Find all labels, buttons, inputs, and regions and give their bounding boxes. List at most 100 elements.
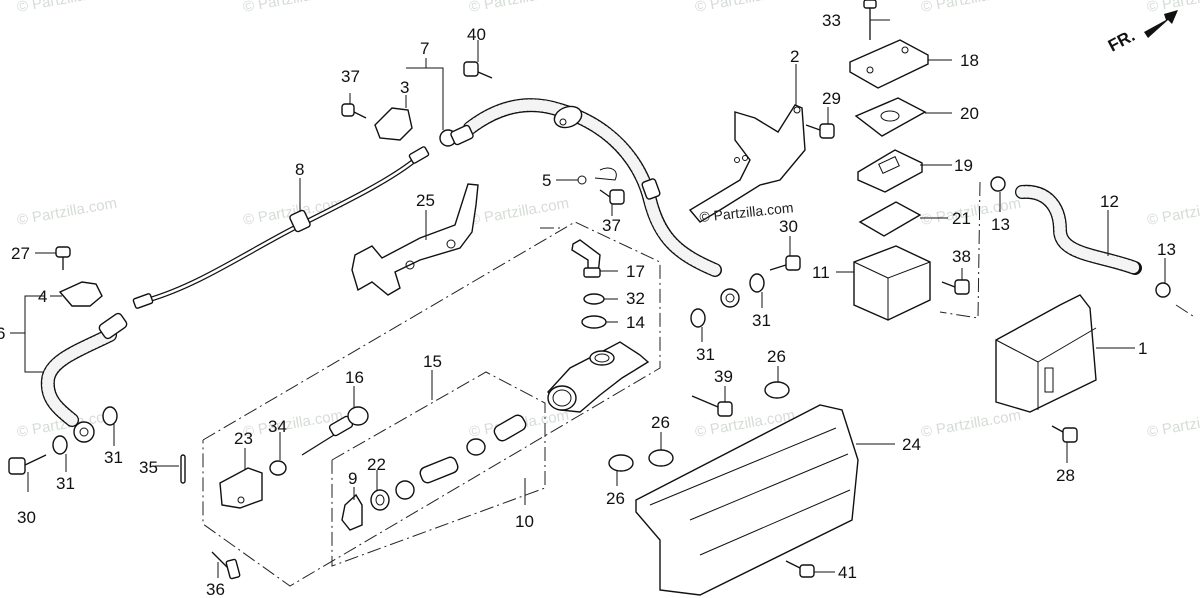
part-bolt-29 bbox=[805, 123, 835, 139]
part-cotter-pin bbox=[180, 454, 186, 484]
callout-19: 19 bbox=[954, 156, 973, 175]
part-o-ring bbox=[583, 293, 605, 305]
callout-9: 9 bbox=[348, 469, 357, 488]
callout-32: 32 bbox=[626, 289, 645, 308]
part-float bbox=[858, 201, 922, 237]
watermark: © Partzilla.com bbox=[920, 407, 1022, 441]
callout-26-a: 26 bbox=[767, 347, 786, 366]
part-washer-31-right bbox=[749, 273, 765, 293]
callout-10: 10 bbox=[515, 512, 534, 531]
part-bolt-30-right bbox=[769, 255, 801, 271]
callout-33: 33 bbox=[822, 11, 841, 30]
callout-25: 25 bbox=[416, 191, 435, 210]
part-master-cylinder-body bbox=[547, 341, 650, 413]
callout-37-mid: 37 bbox=[602, 216, 621, 235]
callout-23: 23 bbox=[234, 429, 253, 448]
callout-29: 29 bbox=[822, 89, 841, 108]
callout-12: 12 bbox=[1100, 192, 1119, 211]
callout-11: 11 bbox=[812, 263, 830, 282]
callout-7: 7 bbox=[420, 39, 429, 58]
part-clip-5 bbox=[577, 167, 617, 185]
part-diaphragm-plate bbox=[854, 97, 927, 137]
part-push-rod bbox=[301, 406, 369, 456]
callout-40: 40 bbox=[467, 25, 486, 44]
callout-16: 16 bbox=[345, 368, 364, 387]
callout-24: 24 bbox=[902, 435, 921, 454]
callout-31-center: 31 bbox=[696, 345, 715, 364]
assembly-outline-master-cylinder bbox=[202, 221, 661, 587]
part-grommet-26-c bbox=[608, 454, 634, 472]
callout-21: 21 bbox=[952, 209, 971, 228]
callout-26-b: 26 bbox=[651, 413, 670, 432]
part-bolt-39 bbox=[691, 395, 733, 417]
watermark: © Partzilla.com bbox=[694, 0, 796, 16]
callout-34: 34 bbox=[268, 417, 287, 436]
callout-35: 35 bbox=[139, 458, 158, 477]
part-bolt-37-mid bbox=[599, 189, 625, 205]
part-clamp-4 bbox=[58, 281, 103, 307]
part-hose-fitting bbox=[571, 239, 601, 278]
callout-36: 36 bbox=[206, 580, 225, 598]
watermark: © Partzilla.com bbox=[468, 195, 570, 229]
part-reservoir bbox=[853, 245, 931, 321]
front-arrow-icon bbox=[1144, 10, 1178, 38]
front-direction-indicator: FR. bbox=[1105, 10, 1178, 56]
watermark: © Partzilla.com bbox=[16, 195, 118, 229]
part-washer-31-mid bbox=[102, 406, 118, 426]
part-clutch-cable bbox=[132, 146, 430, 309]
callout-1: 1 bbox=[1138, 339, 1147, 358]
watermark: © Partzilla.com bbox=[242, 0, 344, 16]
watermark: © Partzilla.com bbox=[1146, 195, 1200, 229]
part-lower-hose bbox=[40, 312, 128, 443]
part-piston-kit bbox=[341, 414, 527, 531]
part-plate bbox=[351, 183, 479, 296]
part-washer-31-left bbox=[52, 435, 68, 455]
watermark: © Partzilla.com bbox=[920, 0, 1022, 16]
part-bolt-41 bbox=[785, 560, 815, 578]
callout-6: 6 bbox=[0, 324, 5, 343]
callout-22: 22 bbox=[367, 455, 386, 474]
callout-30-left: 30 bbox=[17, 508, 36, 527]
callout-14: 14 bbox=[626, 313, 645, 332]
callout-28: 28 bbox=[1056, 466, 1075, 485]
watermark: © Partzilla.com bbox=[468, 0, 570, 16]
part-bolt-27 bbox=[55, 246, 71, 270]
callout-2: 2 bbox=[790, 47, 799, 66]
callout-18: 18 bbox=[960, 51, 979, 70]
part-bracket bbox=[688, 104, 806, 223]
part-diaphragm bbox=[857, 149, 923, 193]
callout-3: 3 bbox=[400, 78, 409, 97]
callout-15: 15 bbox=[423, 352, 442, 371]
callout-38: 38 bbox=[952, 247, 971, 266]
part-clevis bbox=[219, 467, 263, 509]
part-bolt-28 bbox=[1051, 425, 1078, 443]
part-bolt-40 bbox=[463, 61, 493, 79]
part-upper-hose bbox=[439, 98, 740, 308]
part-bolt-33 bbox=[863, 0, 877, 40]
callout-27: 27 bbox=[11, 244, 30, 263]
callout-8: 8 bbox=[295, 160, 304, 179]
watermark: © Partzilla.com bbox=[242, 407, 344, 441]
callout-20: 20 bbox=[960, 104, 979, 123]
part-reservoir-cover bbox=[995, 294, 1097, 413]
callout-labels: 1 2 3 4 5 6 7 8 9 10 11 12 13 13 14 15 1… bbox=[0, 11, 1176, 598]
part-grommet-26-a bbox=[764, 381, 790, 399]
part-hose-clamp-13-right bbox=[1155, 282, 1171, 298]
callout-13-right: 13 bbox=[1157, 240, 1176, 259]
part-bolt-30-left bbox=[8, 454, 47, 475]
callout-37-top: 37 bbox=[341, 67, 360, 86]
assembly-outline-reservoir bbox=[939, 181, 1197, 319]
part-bolt-37-top bbox=[341, 103, 367, 119]
part-clevis-pin bbox=[211, 551, 241, 580]
callout-41: 41 bbox=[838, 563, 857, 582]
part-reservoir-hose bbox=[1015, 184, 1142, 275]
callout-31-mid: 31 bbox=[104, 448, 123, 467]
watermark: © Partzilla.com bbox=[16, 0, 118, 16]
callout-31-right: 31 bbox=[752, 311, 771, 330]
part-hose-clamp-13-top bbox=[990, 176, 1006, 192]
callout-26-c: 26 bbox=[606, 489, 625, 508]
assembly-outline-piston-kit bbox=[331, 371, 546, 567]
part-nut bbox=[269, 460, 287, 476]
callout-31-left: 31 bbox=[56, 474, 75, 493]
